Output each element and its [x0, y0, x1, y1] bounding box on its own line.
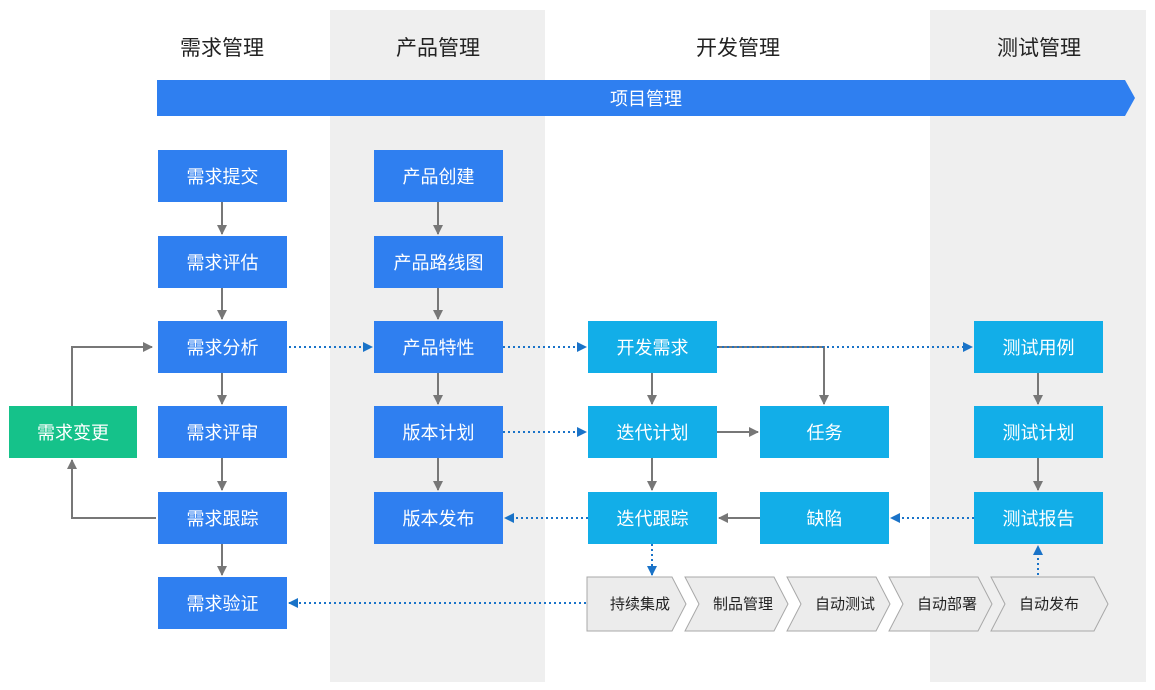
- node-req-change[interactable]: 需求变更: [9, 406, 137, 458]
- node-req-review[interactable]: 需求评审: [158, 406, 287, 458]
- pipeline-stage-auto-release[interactable]: [990, 576, 1109, 632]
- pipeline-stage-auto-deploy[interactable]: [888, 576, 993, 632]
- band-label: 项目管理: [610, 89, 682, 110]
- pipeline-stage-auto-test[interactable]: [786, 576, 891, 632]
- node-iter-plan[interactable]: 迭代计划: [588, 406, 717, 458]
- pipeline-stage-artifacts[interactable]: [684, 576, 789, 632]
- node-test-plan[interactable]: 测试计划: [974, 406, 1103, 458]
- node-dev-req[interactable]: 开发需求: [588, 321, 717, 373]
- lane-title-requirements: 需求管理: [180, 36, 264, 60]
- node-version-plan[interactable]: 版本计划: [374, 406, 503, 458]
- lane-title-testing: 测试管理: [997, 36, 1081, 60]
- node-req-track[interactable]: 需求跟踪: [158, 492, 287, 544]
- band-arrow-shape: [157, 80, 1135, 116]
- pipeline-label-ci: 持续集成: [609, 594, 671, 613]
- node-version-release[interactable]: 版本发布: [374, 492, 503, 544]
- node-iter-track[interactable]: 迭代跟踪: [588, 492, 717, 544]
- lane-title-product: 产品管理: [396, 36, 480, 60]
- pipeline-label-auto-deploy: 自动部署: [916, 594, 978, 613]
- node-defect[interactable]: 缺陷: [760, 492, 889, 544]
- node-prod-roadmap[interactable]: 产品路线图: [374, 236, 503, 288]
- pipeline-label-auto-release: 自动发布: [1018, 594, 1080, 613]
- node-req-submit[interactable]: 需求提交: [158, 150, 287, 202]
- pipeline-label-artifacts: 制品管理: [712, 594, 774, 613]
- node-req-analysis[interactable]: 需求分析: [158, 321, 287, 373]
- node-test-report[interactable]: 测试报告: [974, 492, 1103, 544]
- node-test-case[interactable]: 测试用例: [974, 321, 1103, 373]
- node-req-eval[interactable]: 需求评估: [158, 236, 287, 288]
- node-task[interactable]: 任务: [760, 406, 889, 458]
- pipeline-label-auto-test: 自动测试: [814, 594, 876, 613]
- lane-title-development: 开发管理: [696, 36, 780, 60]
- pipeline-stage-ci[interactable]: [586, 576, 687, 632]
- node-req-verify[interactable]: 需求验证: [158, 577, 287, 629]
- node-prod-feature[interactable]: 产品特性: [374, 321, 503, 373]
- project-management-band[interactable]: 项目管理: [157, 80, 1135, 116]
- node-prod-create[interactable]: 产品创建: [374, 150, 503, 202]
